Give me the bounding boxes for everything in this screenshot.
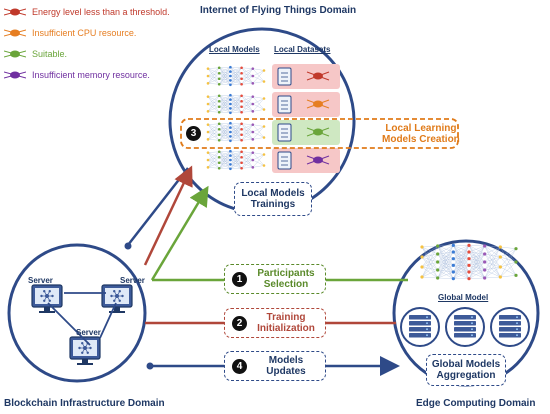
- step-4-label: Models Updates: [266, 355, 306, 377]
- aggregation-label: Global Models Aggregation: [431, 359, 501, 381]
- legend-item-energy: Energy level less than a threshold.: [4, 4, 170, 20]
- document-icon: [277, 123, 292, 142]
- legend-item-cpu: Insufficient CPU resource.: [4, 25, 136, 41]
- trainings-label: Local Models Trainings: [241, 188, 305, 210]
- server-link-1: [47, 302, 91, 346]
- step-2-label: Training Initialization: [257, 312, 315, 334]
- legend-item-suitable: Suitable.: [4, 46, 67, 62]
- local-trainings-box: Local Models Trainings: [234, 182, 312, 216]
- legend-item-memory: Insufficient memory resource.: [4, 67, 150, 83]
- edge-domain-title: Edge Computing Domain: [416, 398, 536, 409]
- global-aggregation-box: Global Models Aggregation: [426, 354, 506, 386]
- step-4-badge: 4: [232, 359, 247, 374]
- drone-orange-icon: [4, 29, 26, 37]
- legend-label: Insufficient memory resource.: [32, 70, 150, 80]
- participants-selection-box: Participants Selection: [224, 264, 326, 294]
- server-link-2: [99, 302, 117, 339]
- junction-dot-2: [146, 362, 154, 370]
- server-label-right: Server: [120, 276, 145, 285]
- step-3-badge: 3: [186, 126, 201, 141]
- step-2-badge: 2: [232, 316, 247, 331]
- local-model-net: [206, 149, 266, 171]
- legend-label: Insufficient CPU resource.: [32, 28, 137, 38]
- step-1-badge-front: 1: [232, 272, 247, 287]
- iot-domain-title: Internet of Flying Things Domain: [200, 5, 357, 16]
- document-icon: [277, 151, 292, 170]
- blockchain-domain-circle: [7, 243, 147, 383]
- models-updates-box: Models Updates: [224, 351, 326, 381]
- step-1-label: Participants Selection: [257, 268, 315, 290]
- server-label-bottom: Server: [76, 328, 101, 337]
- server-label-left: Server: [28, 276, 53, 285]
- global-model-net: [420, 243, 518, 281]
- local-model-net: [206, 121, 266, 143]
- global-model-label: Global Model: [438, 293, 489, 302]
- drone-purple-icon: [4, 71, 26, 79]
- arrow-green-to-iot: [150, 185, 209, 281]
- drone-green-icon: [4, 50, 26, 58]
- creation-box: [180, 118, 459, 149]
- creation-label-text: Local Learning Models Creation: [382, 123, 460, 145]
- local-datasets-header: Local Datasets: [274, 45, 331, 54]
- junction-dot: [124, 242, 132, 250]
- legend-label: Suitable.: [32, 49, 68, 59]
- blockchain-domain-title: Blockchain Infrastructure Domain: [4, 398, 165, 409]
- document-icon: [277, 67, 292, 86]
- local-model-net: [206, 65, 266, 87]
- legend-label: Energy level less than a threshold.: [32, 7, 170, 17]
- creation-label: Local Learning Models Creation: [382, 123, 460, 145]
- drone-red-icon: [4, 8, 26, 16]
- arrow-red-to-iot: [143, 165, 193, 266]
- local-models-header: Local Models: [209, 45, 260, 54]
- document-icon: [277, 95, 292, 114]
- local-model-net: [206, 93, 266, 115]
